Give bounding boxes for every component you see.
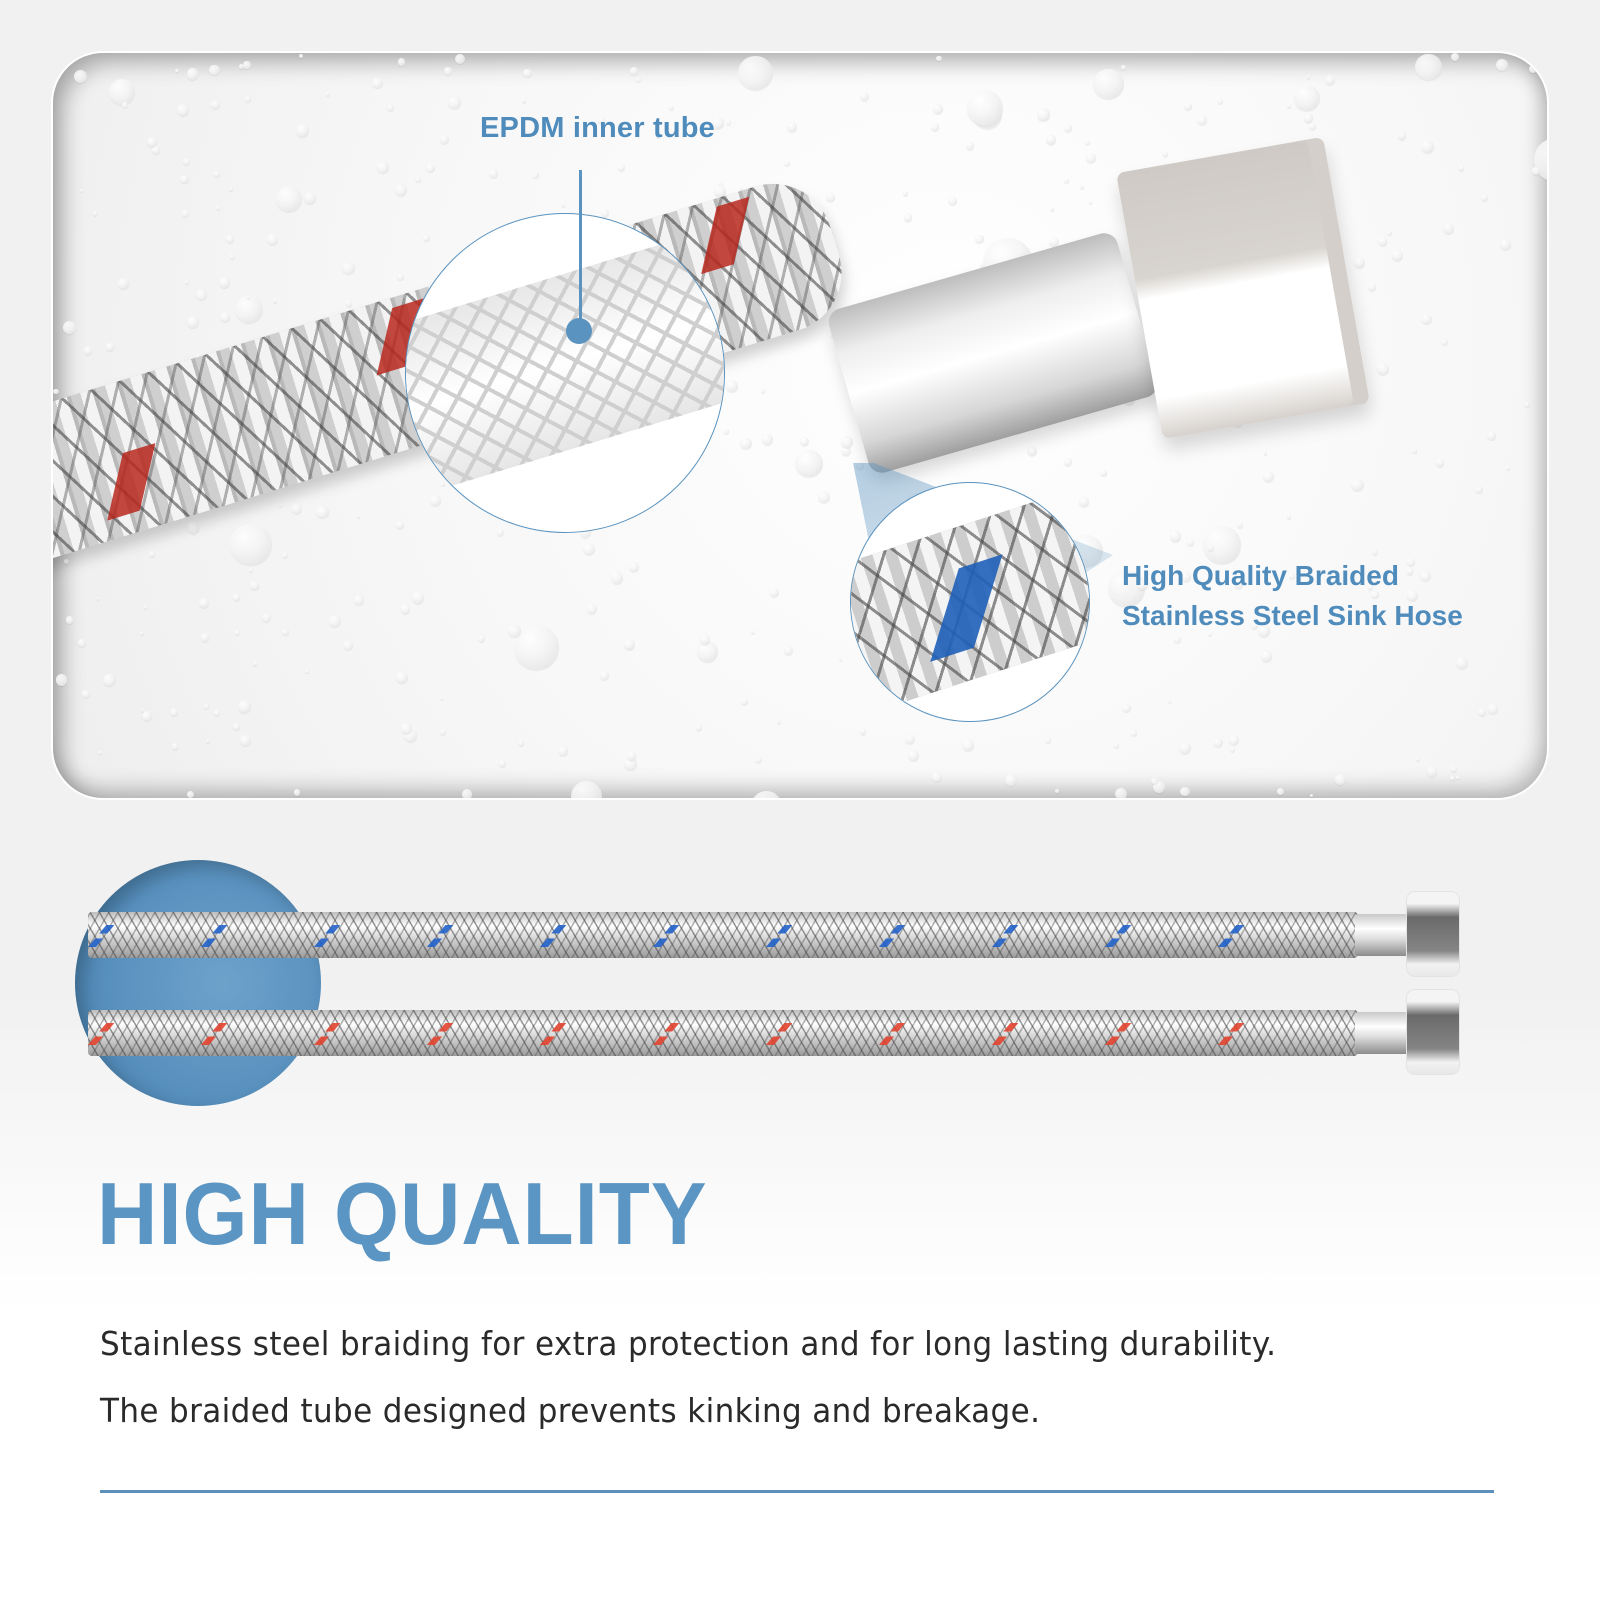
cold-hose-end-fitting	[1355, 892, 1465, 976]
epdm-inner-tube-callout-circle	[405, 213, 725, 533]
braided-hose-label-line2: Stainless Steel Sink Hose	[1122, 600, 1463, 631]
epdm-inner-tube-label: EPDM inner tube	[480, 112, 716, 144]
blue-accent-disc	[75, 860, 321, 1106]
braided-hose-callout-circle	[850, 482, 1090, 722]
cold-water-hose-image	[83, 912, 1358, 958]
fitting-nut	[1407, 990, 1459, 1074]
braided-hose-label: High Quality Braided Stainless Steel Sin…	[1122, 556, 1463, 636]
product-detail-panel: EPDM inner tube High Quality Braided Sta…	[53, 53, 1547, 798]
blue-braid-closeup-image	[851, 483, 1089, 716]
section-divider	[100, 1490, 1494, 1493]
headline: HIGH QUALITY	[97, 1164, 708, 1263]
fitting-nut	[1407, 892, 1459, 976]
callout-pointer-dot	[566, 318, 592, 344]
braided-hose-label-line1: High Quality Braided	[1122, 560, 1399, 591]
inner-mesh-tube-image	[406, 219, 724, 499]
hot-hose-end-fitting	[1355, 990, 1465, 1074]
description-line-1: Stainless steel braiding for extra prote…	[100, 1324, 1277, 1363]
description: Stainless steel braiding for extra prote…	[100, 1310, 1520, 1444]
fitting-sleeve	[1355, 1012, 1413, 1054]
callout-pointer-line	[579, 170, 582, 330]
hot-water-hose-image	[83, 1010, 1358, 1056]
description-line-2: The braided tube designed prevents kinki…	[100, 1391, 1041, 1430]
fitting-sleeve	[1355, 914, 1413, 956]
